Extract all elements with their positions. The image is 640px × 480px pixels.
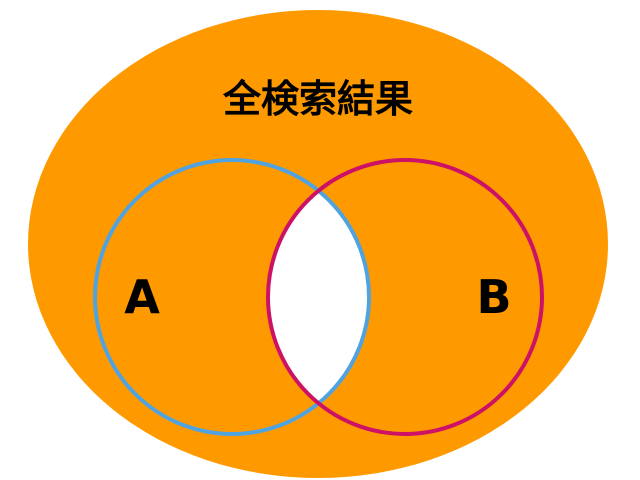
diagram-title: 全検索結果 <box>222 77 413 121</box>
intersection-region <box>268 160 369 434</box>
set-a-circle <box>93 158 371 436</box>
set-b-label: B <box>476 270 511 324</box>
set-b-circle <box>266 158 544 436</box>
set-a-label: A <box>124 270 160 324</box>
